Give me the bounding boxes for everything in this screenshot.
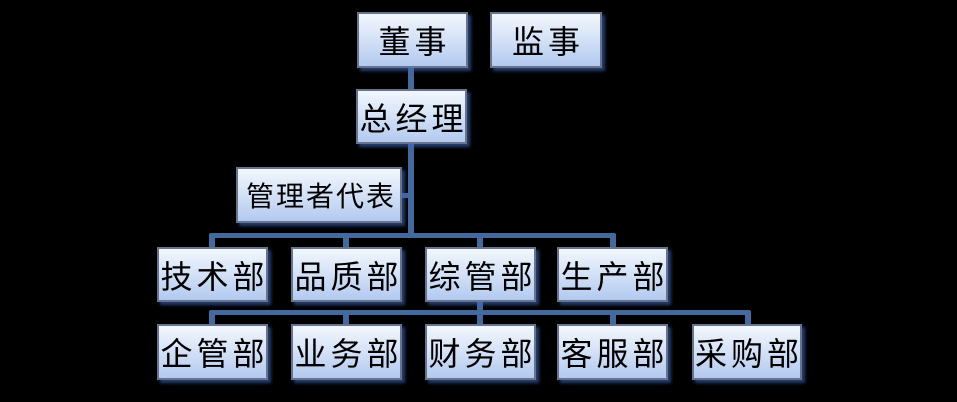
org-node-customer-service-dept: 客服部 bbox=[557, 324, 668, 380]
org-node-supervisor: 监事 bbox=[490, 12, 602, 68]
connector-gm-trunk bbox=[408, 143, 414, 238]
connector-drop-business-dept bbox=[343, 311, 349, 324]
connector-drop-customer-service-dept bbox=[610, 311, 616, 324]
org-node-business-dept: 业务部 bbox=[291, 324, 402, 380]
org-node-management-rep: 管理者代表 bbox=[236, 167, 402, 223]
org-node-general-manager: 总经理 bbox=[356, 89, 467, 144]
connector-row4-bus bbox=[209, 233, 616, 238]
org-node-tech-dept: 技术部 bbox=[157, 247, 268, 302]
connector-management-rep-stub bbox=[399, 193, 414, 198]
connector-admin-dept-down bbox=[477, 301, 483, 312]
org-node-quality-dept: 品质部 bbox=[291, 247, 402, 302]
org-node-director: 董事 bbox=[357, 12, 468, 68]
connector-director-to-gm bbox=[408, 66, 414, 90]
connector-drop-tech-dept bbox=[209, 234, 215, 247]
connector-drop-purchasing-dept bbox=[745, 311, 751, 324]
connector-drop-admin-dept bbox=[477, 234, 483, 247]
org-node-production-dept: 生产部 bbox=[557, 247, 668, 302]
org-node-finance-dept: 财务部 bbox=[425, 324, 536, 380]
connector-drop-production-dept bbox=[610, 234, 616, 247]
connector-drop-enterprise-mgmt-dept bbox=[209, 311, 215, 324]
connector-drop-quality-dept bbox=[343, 234, 349, 247]
org-node-enterprise-mgmt-dept: 企管部 bbox=[157, 324, 268, 380]
connector-drop-finance-dept bbox=[477, 311, 483, 324]
org-node-purchasing-dept: 采购部 bbox=[692, 324, 802, 380]
org-node-admin-dept: 综管部 bbox=[425, 247, 536, 302]
